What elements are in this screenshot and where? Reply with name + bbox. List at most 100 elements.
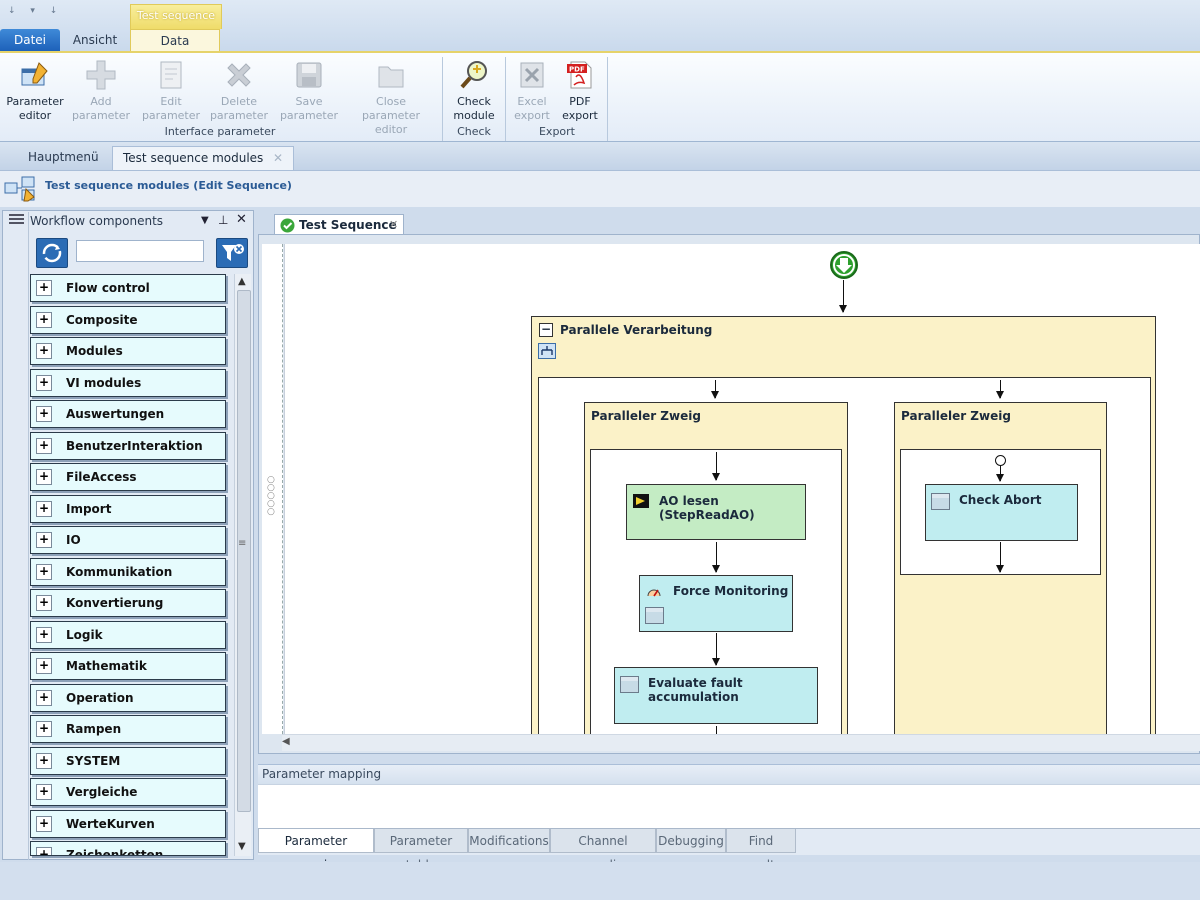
- group-label-interface-parameter: Interface parameter: [164, 125, 276, 138]
- tab-label: Test sequence modules: [123, 151, 264, 165]
- ribbon-tab-ansicht[interactable]: Ansicht: [72, 33, 118, 47]
- delete-x-icon: [223, 59, 255, 91]
- expand-icon[interactable]: +: [36, 311, 52, 328]
- tab-debugging[interactable]: Debugging: [656, 829, 726, 853]
- category-vergleiche[interactable]: +Vergleiche: [30, 778, 226, 806]
- add-parameter-button[interactable]: Add parameter: [70, 59, 132, 123]
- expand-icon[interactable]: +: [36, 658, 52, 674]
- scroll-left-icon[interactable]: ◀: [282, 736, 290, 747]
- tab-find-results[interactable]: Find results: [726, 829, 796, 872]
- category-logik[interactable]: +Logik: [30, 620, 226, 649]
- tab-test-sequence[interactable]: Test Sequence ✕: [274, 214, 404, 236]
- scroll-down-icon[interactable]: ▼: [238, 841, 246, 852]
- category-zeichenketten[interactable]: +Zeichenketten: [30, 841, 226, 856]
- flow-arrow: [996, 542, 1004, 573]
- edit-parameter-button[interactable]: Edit parameter: [140, 59, 202, 123]
- expand-icon[interactable]: +: [36, 689, 52, 706]
- scrollbar-thumb[interactable]: [237, 290, 251, 812]
- quick-access-toolbar[interactable]: ↓ ▾ ↓: [8, 6, 64, 16]
- category-fileaccess[interactable]: +FileAccess: [30, 463, 226, 491]
- collapse-icon[interactable]: −: [539, 322, 553, 337]
- expand-icon[interactable]: +: [36, 815, 52, 832]
- category-rampen[interactable]: +Rampen: [30, 715, 226, 743]
- filter-clear-icon: [222, 244, 244, 261]
- expand-icon[interactable]: +: [36, 343, 52, 359]
- tab-parameter-mapping[interactable]: Parameter mapping: [258, 829, 374, 872]
- panel-menu-icon[interactable]: [8, 213, 28, 230]
- module-window-icon: [645, 607, 664, 624]
- expand-icon[interactable]: +: [36, 374, 52, 391]
- clear-filter-button[interactable]: [216, 238, 248, 268]
- dropdown-icon[interactable]: ▼: [201, 215, 209, 226]
- edit-document-icon: [155, 59, 187, 91]
- parameter-editor-button[interactable]: Parameter editor: [6, 59, 64, 123]
- close-parameter-editor-button[interactable]: Close parameter editor: [346, 59, 436, 137]
- tab-parameter-table[interactable]: Parameter table: [374, 829, 468, 872]
- category-operation[interactable]: +Operation: [30, 683, 226, 712]
- search-input[interactable]: [76, 240, 204, 262]
- start-node-icon[interactable]: [829, 250, 859, 283]
- category-import[interactable]: +Import: [30, 494, 226, 523]
- delete-parameter-button[interactable]: Delete parameter: [208, 59, 270, 123]
- group-label-export: Export: [538, 125, 575, 138]
- category-vi-modules[interactable]: +VI modules: [30, 368, 226, 397]
- category-auswertungen[interactable]: +Auswertungen: [30, 400, 226, 428]
- category-io[interactable]: +IO: [30, 526, 226, 554]
- canvas-horizontal-scrollbar[interactable]: ◀: [282, 734, 1200, 751]
- flow-arrow: [712, 542, 720, 573]
- category-scrollbar[interactable]: ▲ ≡ ▼: [234, 274, 251, 856]
- category-mathematik[interactable]: +Mathematik: [30, 652, 226, 680]
- parallel-branch-left[interactable]: Paralleler Zweig AO lesen (StepReadAO) F…: [584, 402, 848, 734]
- expand-icon[interactable]: +: [36, 595, 52, 611]
- close-icon[interactable]: ✕: [389, 218, 399, 231]
- node-evaluate-fault-accumulation[interactable]: Evaluate fault accumulation: [614, 667, 818, 724]
- pin-icon[interactable]: ⊥: [218, 213, 229, 227]
- pdf-export-button[interactable]: PDF PDF export: [558, 59, 602, 123]
- tab-test-sequence-modules[interactable]: Test sequence modules ✕: [112, 146, 294, 170]
- expand-icon[interactable]: +: [36, 532, 52, 548]
- excel-icon: [516, 59, 548, 91]
- flow-arrow: [712, 633, 720, 666]
- expand-icon[interactable]: +: [36, 469, 52, 485]
- category-wertekurven[interactable]: +WerteKurven: [30, 809, 226, 838]
- category-system[interactable]: +SYSTEM: [30, 746, 226, 775]
- sequence-canvas[interactable]: − Parallele Verarbeitung Paralleler Zwei…: [284, 244, 1200, 734]
- category-kommunikation[interactable]: +Kommunikation: [30, 557, 226, 586]
- expand-icon[interactable]: +: [36, 721, 52, 737]
- expand-icon[interactable]: +: [36, 752, 52, 769]
- parallel-branch-right[interactable]: Paralleler Zweig Check Abort: [894, 402, 1107, 734]
- splitter[interactable]: ○○○○○: [262, 244, 283, 734]
- close-icon[interactable]: ✕: [236, 212, 247, 227]
- tab-hauptmenu[interactable]: Hauptmenü: [28, 150, 99, 164]
- node-check-abort[interactable]: Check Abort: [925, 484, 1078, 541]
- flow-arrow: [996, 380, 1004, 399]
- expand-icon[interactable]: +: [36, 847, 52, 855]
- category-konvertierung[interactable]: +Konvertierung: [30, 589, 226, 617]
- expand-icon[interactable]: +: [36, 500, 52, 517]
- tab-channel-recording[interactable]: Channel recording: [550, 829, 656, 872]
- category-benutzerinteraktion[interactable]: +BenutzerInteraktion: [30, 431, 226, 460]
- excel-export-button[interactable]: Excel export: [510, 59, 554, 123]
- category-modules[interactable]: +Modules: [30, 337, 226, 365]
- expand-icon[interactable]: +: [36, 406, 52, 422]
- ribbon-tab-data[interactable]: Data: [130, 29, 220, 52]
- check-module-button[interactable]: Check module: [446, 59, 502, 123]
- expand-icon[interactable]: +: [36, 437, 52, 454]
- expand-icon[interactable]: +: [36, 563, 52, 580]
- tab-modifications[interactable]: Modifications: [468, 829, 550, 853]
- pdf-icon: PDF: [564, 59, 596, 91]
- ribbon-tab-datei[interactable]: Datei: [0, 29, 60, 52]
- refresh-button[interactable]: [36, 238, 68, 268]
- expand-icon[interactable]: +: [36, 784, 52, 800]
- expand-icon[interactable]: +: [36, 626, 52, 643]
- save-parameter-button[interactable]: Save parameter: [278, 59, 340, 123]
- save-disk-icon: [293, 59, 325, 91]
- expand-icon[interactable]: +: [36, 280, 52, 296]
- close-icon[interactable]: ✕: [272, 151, 283, 165]
- node-force-monitoring[interactable]: Force Monitoring: [639, 575, 793, 632]
- scroll-up-icon[interactable]: ▲: [238, 276, 246, 287]
- node-ao-lesen[interactable]: AO lesen (StepReadAO): [626, 484, 806, 540]
- category-flow-control[interactable]: +Flow control: [30, 274, 226, 302]
- parallel-processing-block[interactable]: − Parallele Verarbeitung Paralleler Zwei…: [531, 316, 1156, 734]
- category-composite[interactable]: +Composite: [30, 305, 226, 334]
